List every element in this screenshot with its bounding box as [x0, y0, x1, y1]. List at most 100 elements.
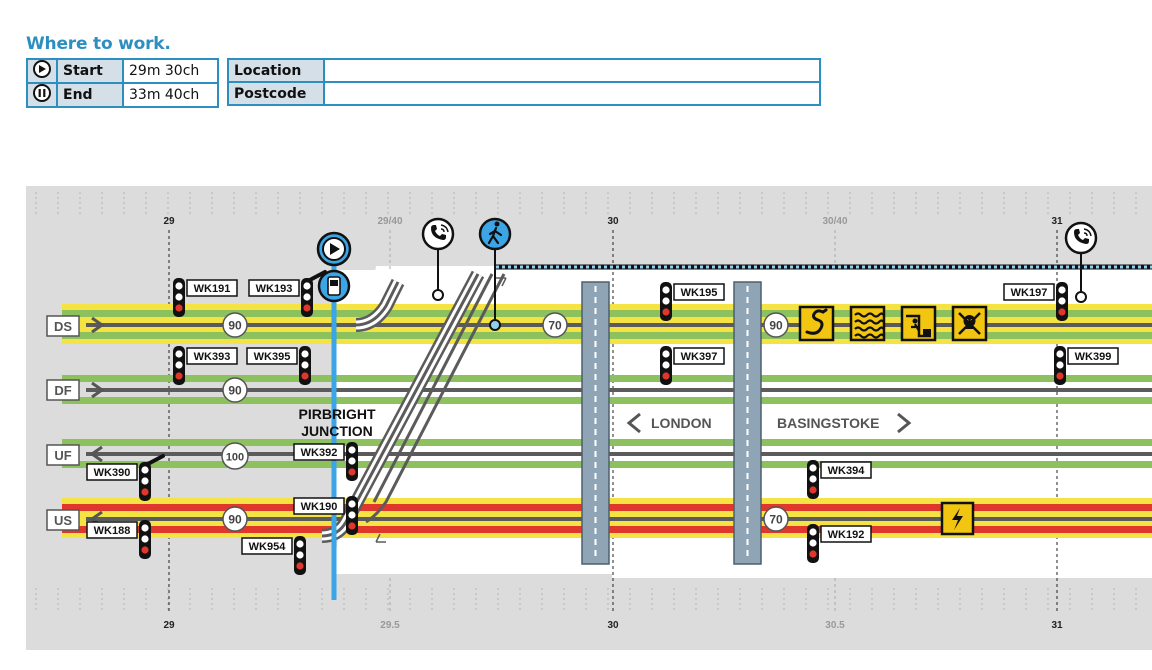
speed-ds-3: 90	[769, 319, 783, 333]
signal-lamp	[1058, 297, 1066, 305]
signal-lamp	[348, 500, 356, 508]
location-row: Location	[227, 58, 821, 83]
pedestrian-access-point[interactable]	[478, 217, 512, 331]
signal: WK395	[246, 346, 311, 385]
signal-id-label: WK394	[828, 465, 866, 477]
start-icon-cell	[26, 58, 58, 84]
signal-lamp	[301, 361, 309, 369]
milepost-bottom-29-5: 29.5	[380, 620, 400, 631]
signal-plate	[186, 347, 238, 365]
signal-plate	[186, 279, 238, 297]
signal-plate	[293, 443, 345, 461]
signal-id-label: WK193	[256, 283, 293, 295]
signal-id-label: WK195	[681, 287, 718, 299]
signal-lamp	[141, 524, 149, 532]
snake-hazard-sign	[798, 305, 835, 342]
signal-lamp	[141, 546, 149, 554]
snake-hazard-icon	[805, 308, 828, 335]
signal-lamp	[303, 293, 311, 301]
speed-sign	[222, 506, 248, 532]
signal-plate	[246, 347, 298, 365]
toxic-hazard-sign	[951, 305, 988, 342]
milepost-top-29: 29	[163, 216, 175, 227]
speed-sign	[542, 312, 568, 338]
signal: WK394	[807, 460, 872, 499]
start-play-marker[interactable]	[316, 231, 352, 267]
line-label-uf: UF	[54, 448, 71, 463]
line-box-df	[46, 379, 80, 401]
signal: WK190	[293, 496, 358, 535]
play-icon	[33, 60, 51, 78]
speed-ds-1: 90	[228, 319, 242, 333]
signal-lamp	[175, 304, 183, 312]
signal-lamp	[303, 304, 311, 312]
signal-lamp	[662, 350, 670, 358]
down-direction-chevron	[91, 316, 105, 334]
signal-lamp	[141, 535, 149, 543]
signal: WK397	[660, 346, 725, 385]
signal-lamp	[303, 282, 311, 290]
signal-lamp	[809, 464, 817, 472]
signal-id-label: WK192	[828, 529, 865, 541]
start-value[interactable]: 29m 30ch	[122, 58, 219, 84]
signal-lamp	[662, 308, 670, 316]
signal-lamp	[1056, 372, 1064, 380]
signal-lamp	[296, 540, 304, 548]
signal-plate	[86, 463, 138, 481]
signal: WK390	[86, 454, 165, 501]
signal-lamp	[809, 475, 817, 483]
signal-lamp	[296, 551, 304, 559]
signal: WK193	[248, 270, 327, 317]
signal-lamp	[348, 457, 356, 465]
signal-lamp	[809, 528, 817, 536]
lineside-telephone-2[interactable]	[1064, 221, 1098, 303]
signal-id-label: WK197	[1011, 287, 1048, 299]
mobile-phone-marker[interactable]	[317, 269, 351, 303]
signal-id-label: WK188	[94, 525, 131, 537]
signal: WK191	[173, 278, 238, 317]
postcode-row: Postcode	[227, 81, 821, 106]
line-box-ds	[46, 315, 80, 337]
speed-sign	[221, 442, 249, 470]
end-label: End	[56, 82, 124, 108]
line-box-uf	[46, 444, 80, 466]
signal-lamp	[175, 282, 183, 290]
end-value[interactable]: 33m 40ch	[122, 82, 219, 108]
signal-id-label: WK395	[254, 351, 291, 363]
speed-us-2: 70	[769, 513, 783, 527]
signal-plate	[86, 521, 138, 539]
direction-basingstoke: BASINGSTOKE	[777, 412, 912, 434]
bottom-tick-ruler	[35, 588, 1137, 612]
signal-plate	[241, 537, 293, 555]
speed-uf-1: 100	[226, 452, 244, 464]
lineside-telephone-1[interactable]	[421, 217, 455, 301]
speed-sign	[763, 312, 789, 338]
postcode-label: Postcode	[227, 81, 325, 106]
milepost-bottom-29: 29	[163, 620, 175, 631]
speed-sign	[222, 377, 248, 403]
junction-name-line1: PIRBRIGHT	[299, 406, 376, 422]
junction-name-line2: JUNCTION	[301, 423, 373, 439]
signal-lamp	[1058, 286, 1066, 294]
postcode-field[interactable]	[323, 81, 821, 106]
location-label: Location	[227, 58, 325, 83]
signal: WK954	[241, 536, 306, 575]
track-diagram: 29 29/40 30 30/40 31 29 29.5 30 30.5 31	[26, 186, 1152, 650]
start-label: Start	[56, 58, 124, 84]
work-times-table: Start 29m 30ch End 33m 40ch	[26, 58, 219, 108]
telephone-icon	[421, 217, 455, 251]
signal-lamp	[1058, 308, 1066, 316]
signal-id-label: WK390	[94, 467, 131, 479]
signal-id-label: WK393	[194, 351, 231, 363]
signal-id-label: WK954	[249, 541, 287, 553]
start-row: Start 29m 30ch	[26, 58, 219, 84]
location-field[interactable]	[323, 58, 821, 83]
electric-hazard-icon	[952, 508, 963, 530]
signal-plate	[248, 279, 300, 297]
page-heading: Where to work.	[26, 34, 171, 54]
telephone-icon	[1064, 221, 1098, 255]
milepost-top-31: 31	[1051, 216, 1063, 227]
signal-plate	[673, 347, 725, 365]
signal-id-label: WK399	[1075, 351, 1112, 363]
